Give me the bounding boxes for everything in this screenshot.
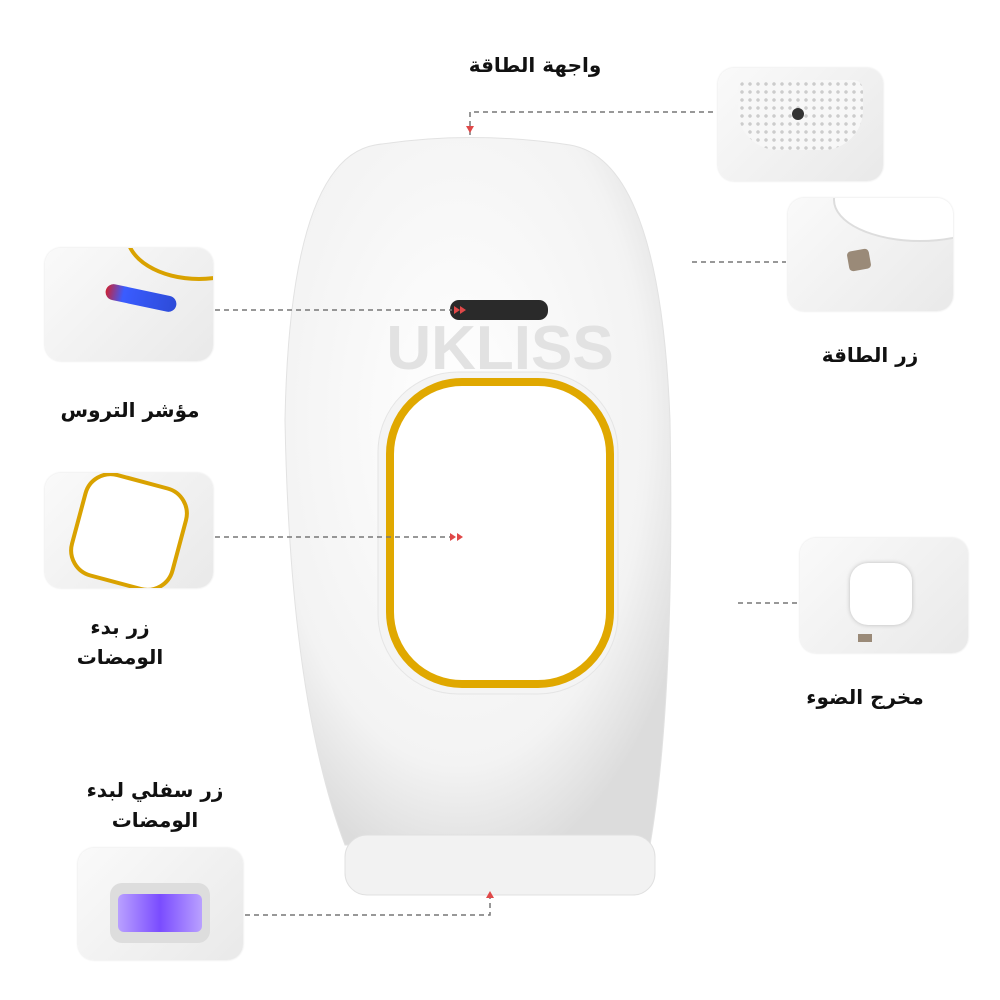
label-power-button: زر الطاقة xyxy=(821,343,919,367)
label-line: الومضات xyxy=(76,645,164,669)
flash-lamp xyxy=(118,894,202,932)
light-outlet-button xyxy=(850,563,912,625)
label-bottom-flash-button: زر سفلي لبدء الومضات xyxy=(60,775,250,835)
gold-ring xyxy=(125,248,213,281)
label-line: زر سفلي لبدء xyxy=(86,778,224,802)
gear-indicator xyxy=(450,300,548,320)
label-gear-indicator: مؤشر التروس xyxy=(60,398,200,422)
outlet-sensor xyxy=(858,634,872,642)
gear-indicator-lights xyxy=(104,282,178,314)
inset-bottom-flash-button xyxy=(78,848,243,960)
watermark: UKLISS xyxy=(386,314,613,383)
label-line: الومضات xyxy=(111,808,199,832)
inset-light-outlet xyxy=(800,538,968,653)
flash-button-ring xyxy=(62,473,196,588)
inset-power-button xyxy=(788,198,953,311)
inset-gear-indicator xyxy=(45,248,213,361)
power-port-icon xyxy=(792,108,804,120)
device-top-edge xyxy=(833,198,953,242)
flash-button-gold-ring xyxy=(386,378,614,688)
label-light-outlet: مخرج الضوء xyxy=(806,685,924,709)
device-base xyxy=(344,834,656,896)
leader-lines xyxy=(215,111,798,916)
label-power-interface: واجهة الطاقة xyxy=(468,53,602,77)
label-flash-button: زر بدء الومضات xyxy=(40,612,200,672)
inset-flash-button xyxy=(45,473,213,588)
inset-power-interface xyxy=(718,68,883,181)
arrowheads xyxy=(450,126,494,898)
power-button-icon xyxy=(846,248,872,272)
label-line: زر بدء xyxy=(90,615,150,639)
